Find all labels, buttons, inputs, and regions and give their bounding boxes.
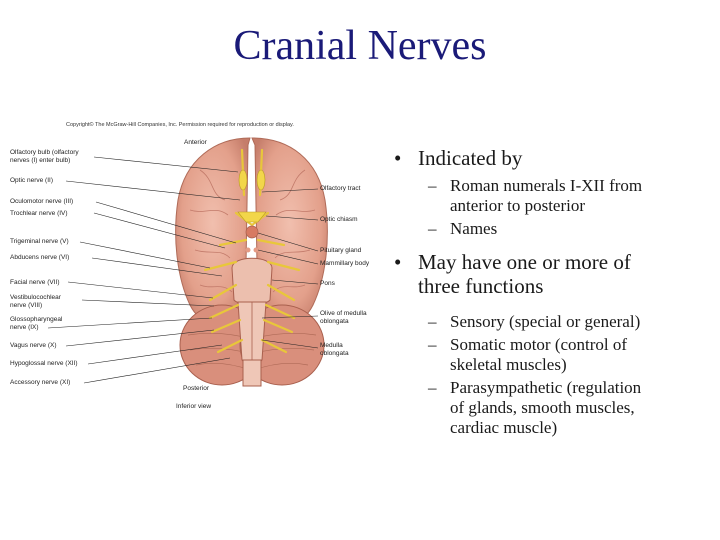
bullet-list: •Indicated by –Roman numerals I-XII from… bbox=[392, 146, 712, 441]
orientation-posterior: Posterior bbox=[183, 385, 210, 392]
bullet-dot: • bbox=[394, 250, 402, 274]
pituitary-gland bbox=[245, 225, 259, 239]
spinal-cord bbox=[242, 359, 262, 387]
label-medulla: Medulla bbox=[320, 342, 343, 349]
label-olive: Olive of medulla bbox=[320, 310, 367, 317]
sub-bullet-names: –Names bbox=[428, 219, 498, 238]
label-trochlear-nerve: Trochlear nerve (IV) bbox=[10, 210, 68, 217]
sub-bullet-dash: – bbox=[428, 312, 437, 331]
label-vestibulocochlear-nerve: Vestibulocochlear bbox=[10, 294, 61, 301]
view-label: Inferior view bbox=[176, 403, 212, 410]
brain-illustration bbox=[47, 137, 328, 387]
label-abducens-nerve: Abducens nerve (VI) bbox=[10, 254, 70, 261]
label-facial-nerve: Facial nerve (VII) bbox=[10, 279, 60, 286]
bullet-dot: • bbox=[394, 146, 402, 170]
copyright-notice: Copyright© The McGraw-Hill Companies, In… bbox=[66, 122, 294, 128]
mammillary-body bbox=[253, 247, 259, 253]
label-olive-2: oblongata bbox=[320, 318, 349, 325]
sub-bullet-dash: – bbox=[428, 378, 437, 397]
label-oculomotor-nerve: Oculomotor nerve (III) bbox=[10, 198, 74, 205]
optic-chiasm bbox=[237, 211, 267, 223]
sub-bullet-dash: – bbox=[428, 335, 437, 354]
label-optic-nerve: Optic nerve (II) bbox=[10, 177, 53, 184]
slide-title: Cranial Nerves bbox=[233, 23, 487, 69]
label-pons: Pons bbox=[320, 280, 335, 287]
sub-bullet-sensory: –Sensory (special or general) bbox=[428, 312, 641, 331]
label-trigeminal-nerve: Trigeminal nerve (V) bbox=[10, 238, 69, 245]
label-olfactory-bulb-2: nerves (I) enter bulb) bbox=[10, 157, 71, 164]
label-glossopharyngeal-nerve-2: nerve (IX) bbox=[10, 324, 39, 331]
label-optic-chiasm: Optic chiasm bbox=[320, 216, 358, 223]
label-mammillary-body: Mammillary body bbox=[320, 260, 370, 267]
label-accessory-nerve: Accessory nerve (XI) bbox=[10, 379, 71, 386]
brain-figure: Anterior Posterior Inferior view Olfacto… bbox=[0, 130, 390, 420]
label-hypoglossal-nerve: Hypoglossal nerve (XII) bbox=[10, 360, 78, 367]
label-vestibulocochlear-nerve-2: nerve (VIII) bbox=[10, 302, 43, 309]
label-glossopharyngeal-nerve: Glossopharyngeal bbox=[10, 316, 63, 323]
sub-bullet-dash: – bbox=[428, 219, 437, 238]
label-pituitary-gland: Pituitary gland bbox=[320, 247, 362, 254]
label-olfactory-bulb: Olfactory bulb (olfactory bbox=[10, 149, 79, 156]
label-olfactory-tract: Olfactory tract bbox=[320, 185, 361, 192]
label-vagus-nerve: Vagus nerve (X) bbox=[10, 342, 57, 349]
pons bbox=[231, 257, 273, 305]
orientation-anterior: Anterior bbox=[184, 139, 207, 146]
olfactory-bulb bbox=[238, 169, 248, 191]
label-medulla-2: oblongata bbox=[320, 350, 349, 357]
bullet-indicated-by: •Indicated by bbox=[394, 146, 523, 170]
olfactory-bulb bbox=[256, 169, 266, 191]
mammillary-body bbox=[245, 247, 251, 253]
sub-bullet-dash: – bbox=[428, 176, 437, 195]
